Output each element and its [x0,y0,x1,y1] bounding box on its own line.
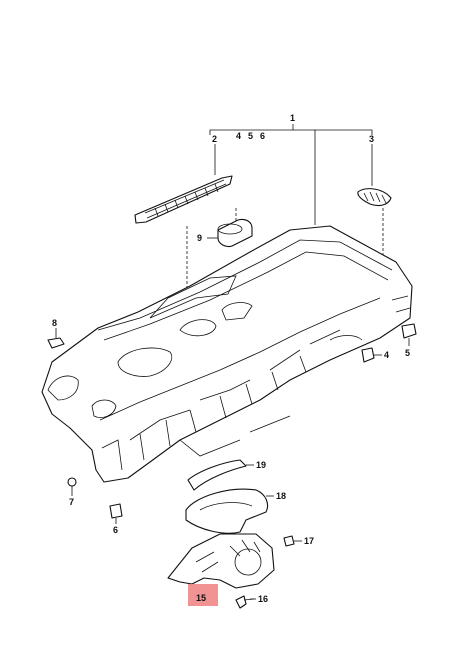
dashboard-panel-part-1[interactable] [41,225,413,483]
callout-5-group[interactable]: 5 [248,131,253,141]
callout-4-group[interactable]: 4 [236,131,241,141]
callout-16[interactable]: 16 [258,594,268,604]
callout-6[interactable]: 6 [113,525,118,535]
callout-15[interactable]: 15 [196,593,206,603]
callout-17[interactable]: 17 [304,536,314,546]
callout-1[interactable]: 1 [290,113,295,123]
callout-3[interactable]: 3 [369,134,374,144]
screw-part-17[interactable] [283,535,302,547]
clip-part-8[interactable] [47,328,65,349]
group-bracket-1 [209,124,373,225]
nut-part-6[interactable] [109,503,123,524]
callout-5[interactable]: 5 [405,348,410,358]
trim-part-19[interactable] [187,459,254,491]
screw-part-7[interactable] [67,477,77,496]
air-vent-part-3[interactable] [357,144,392,262]
callout-19[interactable]: 19 [256,460,266,470]
callout-4[interactable]: 4 [384,350,389,360]
callout-8[interactable]: 8 [52,318,57,328]
callout-2[interactable]: 2 [212,134,217,144]
cover-part-9[interactable] [207,208,253,248]
column-cover-lower-part-15[interactable] [167,533,275,589]
callout-6-group[interactable]: 6 [260,131,265,141]
callout-18[interactable]: 18 [276,491,286,501]
callout-15-highlight [188,584,218,606]
screw-part-16[interactable] [235,595,256,609]
callout-9[interactable]: 9 [197,233,202,243]
clip-part-4[interactable] [361,347,382,363]
clip-part-5[interactable] [401,323,417,346]
column-cover-upper-part-18[interactable] [185,488,274,534]
callout-7[interactable]: 7 [69,497,74,507]
